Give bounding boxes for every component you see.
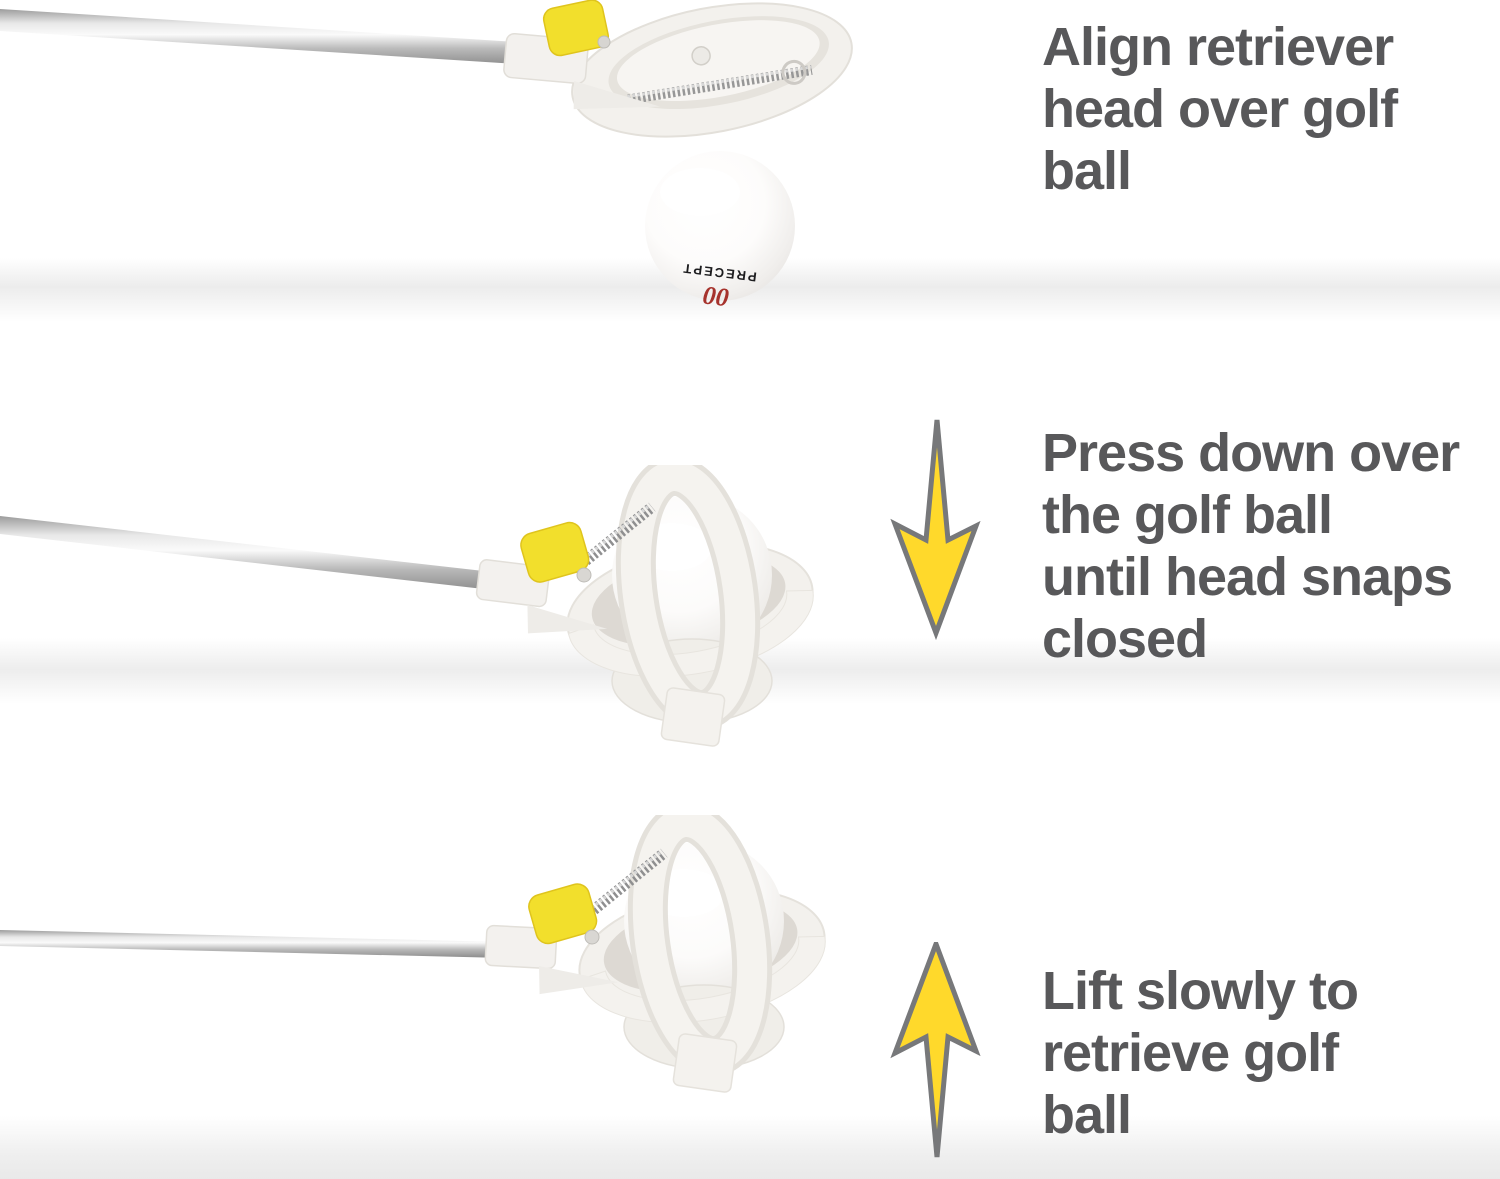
caption-line: Lift slowly to <box>1042 961 1359 1021</box>
caption-line: ball <box>1042 1085 1132 1145</box>
caption-line: closed <box>1042 609 1208 669</box>
pivot-screw <box>597 35 611 49</box>
yellow-release-clip <box>520 521 590 583</box>
caption-line: head over golf <box>1042 79 1398 139</box>
retriever-head-closed <box>578 815 826 1093</box>
step-2-caption: Press down over the golf ball until head… <box>1042 422 1460 670</box>
pivot-screw <box>584 929 600 945</box>
caption-line: ball <box>1042 141 1132 201</box>
step-1-caption: Align retriever head over golf ball <box>1042 16 1398 202</box>
retriever-shaft <box>0 9 548 66</box>
step-3-caption: Lift slowly to retrieve golf ball <box>1042 960 1359 1146</box>
release-hole <box>691 46 711 66</box>
retriever-lift-photo <box>0 815 826 1093</box>
caption-line: Press down over <box>1042 423 1460 483</box>
arrow-up-icon <box>890 942 981 1158</box>
golf-ball: 00 PRECEPT <box>645 151 795 312</box>
caption-line: Align retriever <box>1042 17 1394 77</box>
spring-coil <box>586 848 668 918</box>
yellow-release-clip <box>528 883 598 945</box>
arrow-down-icon <box>890 419 981 640</box>
retriever-shaft <box>0 930 505 958</box>
caption-line: retrieve golf <box>1042 1023 1339 1083</box>
caption-line: the golf ball <box>1042 485 1333 545</box>
retriever-closed-photo <box>0 465 814 747</box>
yellow-release-clip <box>542 0 610 57</box>
pivot-screw <box>576 567 592 583</box>
caption-line: until head snaps <box>1042 547 1453 607</box>
spring-coil <box>627 65 813 105</box>
retriever-open-photo: 00 PRECEPT <box>0 0 853 312</box>
ball-number: 00 <box>702 280 731 312</box>
spring-coil <box>574 502 656 572</box>
strap-tab <box>672 1033 738 1093</box>
retriever-head-closed <box>566 465 814 747</box>
retriever-shaft <box>0 516 510 592</box>
strap-tab <box>660 687 726 747</box>
